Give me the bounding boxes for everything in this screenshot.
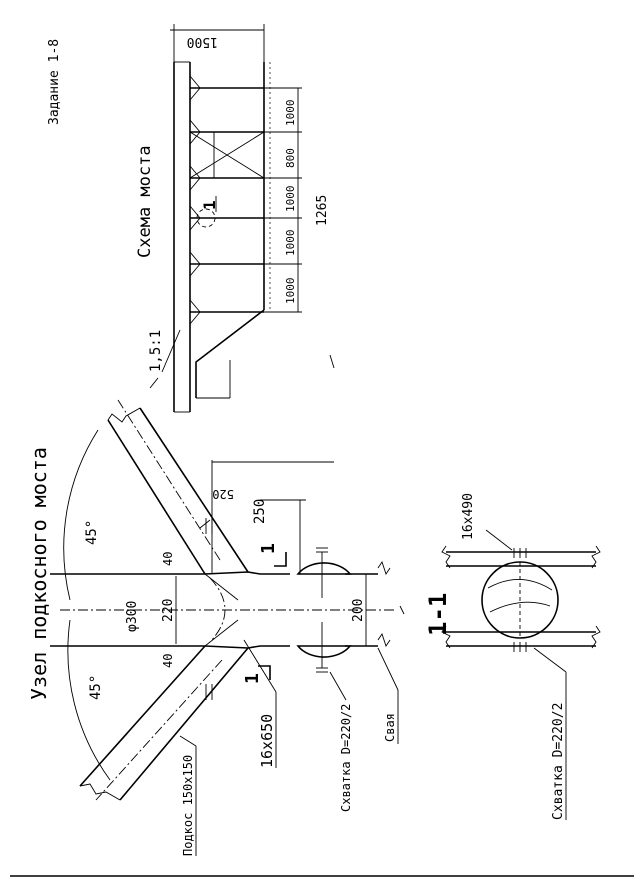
scheme-title: Схема моста — [135, 145, 155, 258]
label-plank: 16х650 — [258, 714, 276, 768]
scheme-section-mark: 1 — [200, 200, 219, 210]
scheme-dim-total: 1265 — [315, 195, 330, 226]
scheme-span-1: 1000 — [284, 100, 297, 127]
dim-diameter: φ300 — [125, 601, 140, 632]
scheme-span-5: 1000 — [284, 278, 297, 305]
bridge-scheme: Схема моста — [135, 24, 335, 413]
label-strut: Подкос 150х150 — [181, 755, 195, 856]
section-mark-bottom: 1 — [242, 673, 263, 684]
dim-40-left: 40 — [161, 552, 175, 566]
dim-40-right: 40 — [161, 654, 175, 668]
angle-right: 45° — [88, 675, 104, 700]
scheme-slope: 1,5:1 — [148, 330, 164, 372]
label-pile: Свая — [383, 713, 397, 742]
dim-200: 200 — [351, 599, 366, 622]
dim-220: 220 — [161, 599, 176, 622]
section-board-label: 16х490 — [461, 493, 476, 540]
dim-520: 520 — [212, 487, 234, 501]
scheme-span-2: 800 — [284, 148, 297, 168]
node-title: Узел подкосного моста — [27, 447, 51, 700]
angle-left: 45° — [84, 520, 100, 545]
section-1-1: 1-1 16х490 Сх — [424, 493, 601, 820]
task-label: Задание 1-8 — [47, 39, 62, 125]
strut-bridge-node: Узел подкосного моста — [27, 399, 405, 856]
section-mark-top: 1 — [258, 543, 279, 554]
section-title: 1-1 — [424, 593, 452, 636]
label-clamp-node: Схватка D=220/2 — [339, 704, 353, 812]
scheme-span-3: 1000 — [284, 186, 297, 213]
section-clamp-label: Схватка D=220/2 — [551, 703, 566, 820]
scheme-span-4: 1000 — [284, 230, 297, 257]
scheme-dim-top: 1500 — [187, 34, 218, 49]
dim-250: 250 — [252, 499, 268, 524]
